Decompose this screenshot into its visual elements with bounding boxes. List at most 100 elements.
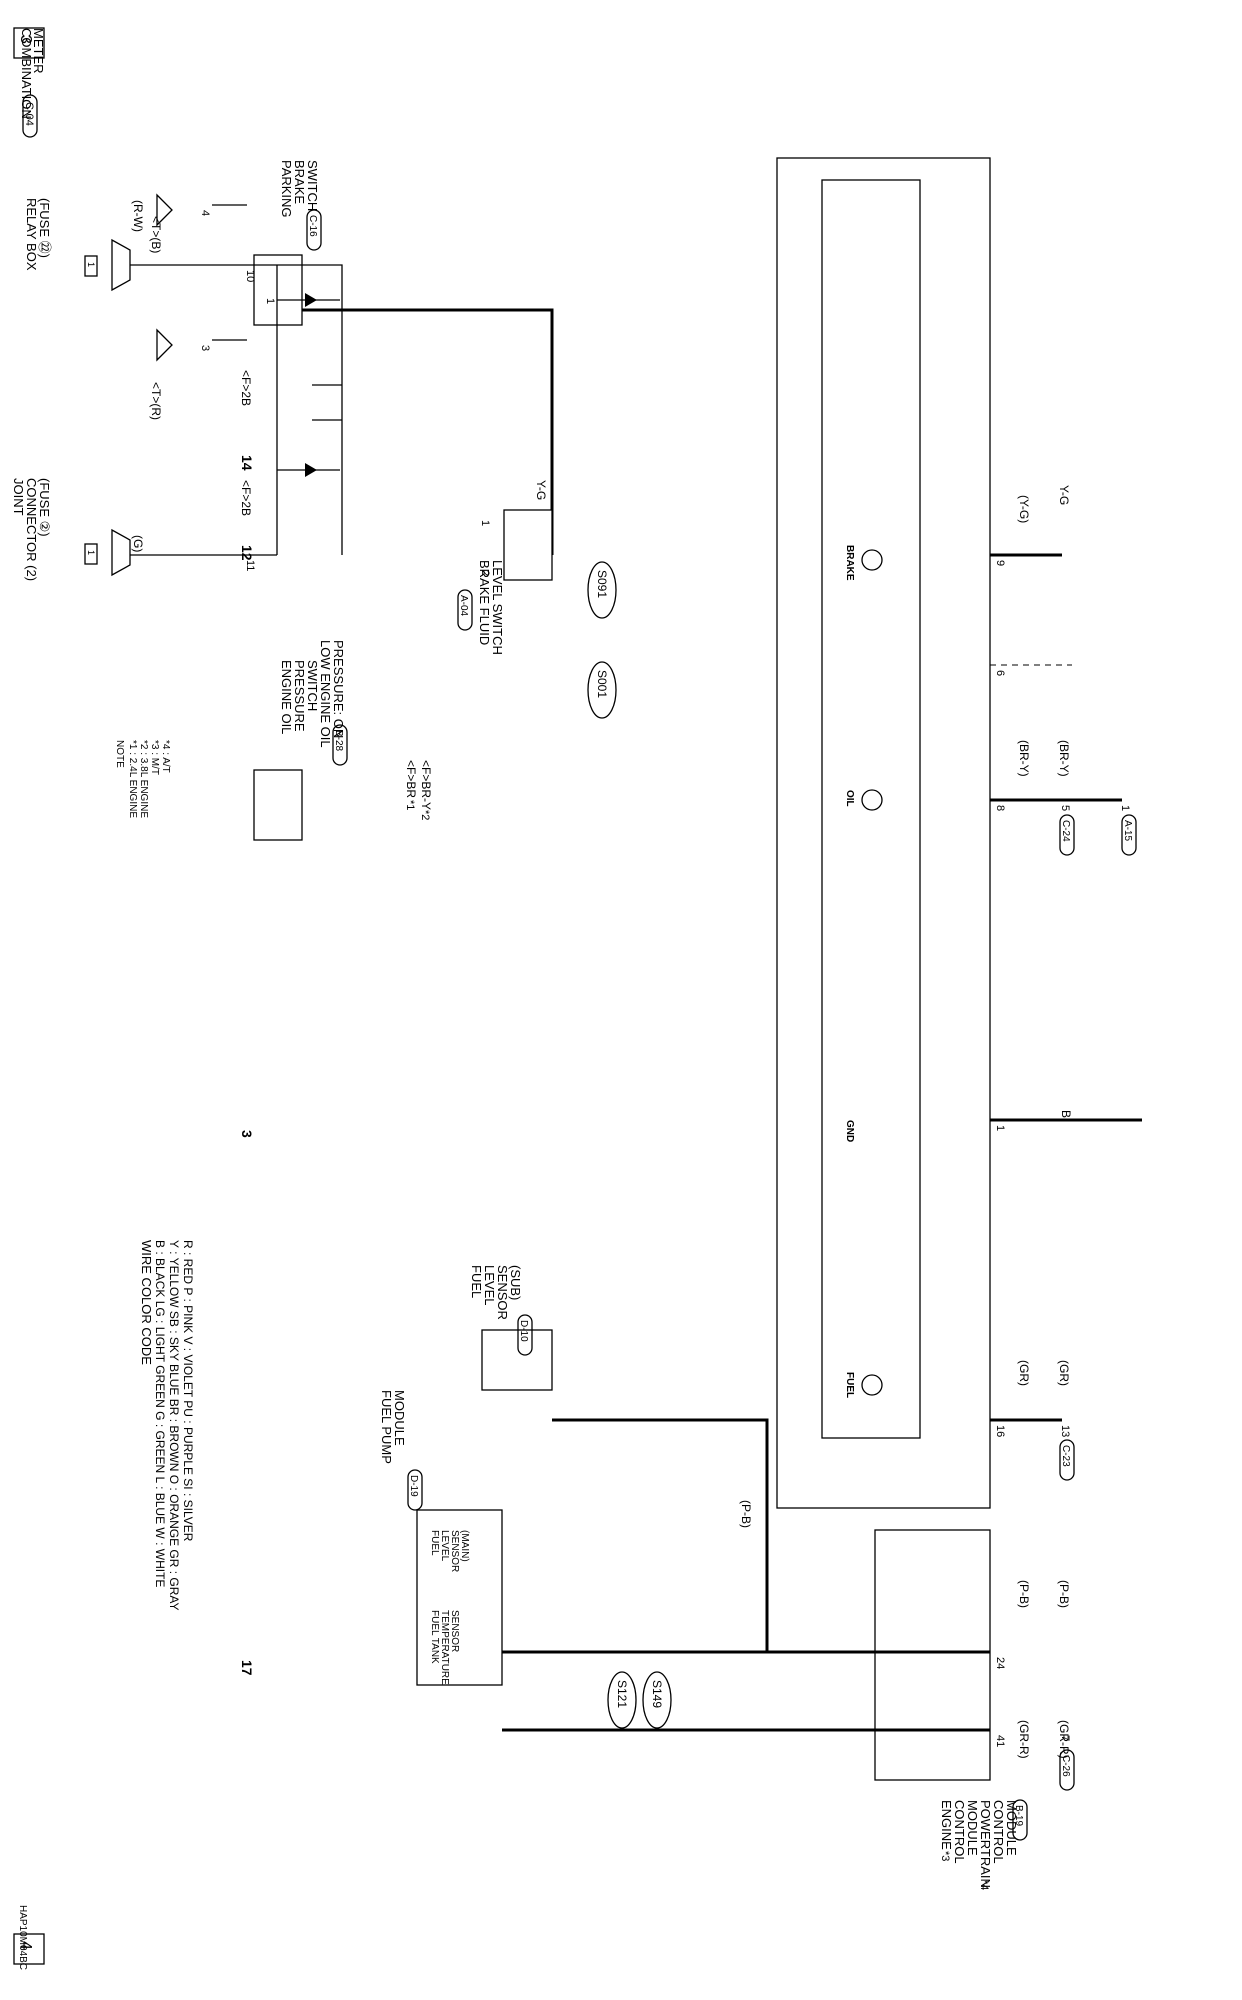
ground-14: 14 [239, 455, 255, 471]
star-4: *4 [978, 1880, 990, 1890]
pin-10: 10 [244, 270, 256, 282]
fuse-tag-relay: 1 [86, 262, 96, 267]
page-number-right: 4 [17, 1941, 34, 1950]
fuel-warning-lamp [861, 1374, 883, 1396]
pin-5: 5 [1059, 805, 1071, 811]
connector-tag-c24 [1059, 814, 1075, 856]
ground-17: 17 [239, 1660, 255, 1676]
page-number-left: 3 [17, 35, 34, 44]
splice-label-s149: S149 [650, 1680, 664, 1708]
supply-wires-top [130, 264, 242, 556]
wire-label-rw: (R-W) [131, 200, 145, 232]
svg-text:SWITCH: SWITCH [305, 660, 320, 711]
wire-label-pb-3: (P-B) [739, 1500, 753, 1528]
fuel-level-sensor-sub-label: FUEL LEVEL SENSOR (SUB) [469, 1265, 523, 1320]
brake-fluid-switch-label: BRAKE FLUID LEVEL SWITCH [477, 560, 505, 655]
svg-text:SENSOR: SENSOR [495, 1265, 510, 1320]
footer-code: HAP10M04BC [17, 1905, 28, 1970]
pin-3: 3 [199, 345, 211, 351]
wire-label-g: (G) [131, 535, 145, 552]
svg-text:CONNECTOR (2): CONNECTOR (2) [24, 478, 39, 581]
wire-label-bry-2: (BR-Y) [1057, 740, 1071, 777]
joint-connector-label: JOINT CONNECTOR (2) (FUSE ②) [11, 478, 52, 581]
wire-yg-parking [302, 308, 554, 555]
splice-label-s121: S121 [615, 1680, 629, 1708]
svg-text:POWERTRAIN: POWERTRAIN [978, 1800, 993, 1888]
svg-text:ENGINE: ENGINE [939, 1800, 954, 1850]
wire-label-bry-1: (BR-Y) [1017, 740, 1031, 777]
pin-2-brake-fluid: 2 [479, 570, 491, 576]
svg-text:*3 : M/T: *3 : M/T [149, 740, 160, 775]
connector-tag-d19 [407, 1469, 423, 1511]
indicator-oil: OIL [844, 790, 855, 807]
t-output-arrows [156, 193, 173, 362]
wire-label-yg-park: Y-G [534, 480, 548, 500]
pin-7: 7 [1059, 1735, 1071, 1741]
pin-8: 8 [994, 805, 1006, 811]
fuel-pump-module-label: FUEL PUMP MODULE [379, 1390, 407, 1464]
svg-text:CONTROL: CONTROL [991, 1800, 1006, 1864]
svg-text:LOW ENGINE OIL: LOW ENGINE OIL [318, 640, 333, 748]
wire-label-grr-2: (GR-R) [1057, 1720, 1071, 1759]
indicator-fuel: FUEL [844, 1372, 855, 1398]
brake-warning-lamp [861, 549, 883, 571]
splice-s121 [607, 1671, 637, 1729]
connector-tag-a15 [1121, 814, 1137, 856]
pin-4: 4 [199, 210, 211, 216]
wire-label-ygp-1: (Y-G) [1017, 495, 1031, 523]
connector-tag-b28 [332, 724, 348, 766]
wire-label-fbr: <F>BR [404, 760, 418, 798]
pin-24: 24 [994, 1657, 1006, 1669]
page-number-left-box [13, 27, 45, 59]
note-block: NOTE *1 : 2.4L ENGINE *2 : 3.8L ENGINE *… [114, 740, 171, 818]
parking-brake-switch [253, 254, 303, 326]
wire-label-pb-2: (P-B) [1057, 1580, 1071, 1608]
wire-label-f2b-2: <F>2B [239, 480, 253, 516]
svg-text:B : BLACK LG : LIGHT GREEN: B : BLACK LG : LIGHT GREEN G : GREEN L :… [153, 1240, 167, 1587]
indicator-gnd: GND [844, 1120, 855, 1142]
connector-label-d19: D-19 [408, 1475, 419, 1497]
connector-tag-c16 [306, 209, 322, 251]
oil-warning-lamp [861, 789, 883, 811]
wire-label-b: B [1059, 1110, 1073, 1118]
svg-text:FUEL TANK: FUEL TANK [429, 1610, 440, 1664]
wire-p-b-loop [552, 1418, 769, 1654]
star-2: *2 [419, 810, 431, 820]
wire-label-pb-1: (P-B) [1017, 1580, 1031, 1608]
fuse-tag-box-relay [84, 255, 98, 277]
svg-text:PRESSURE: PRESSURE [292, 660, 307, 732]
engine-oil-switch [253, 769, 303, 841]
svg-text:(MAIN): (MAIN) [459, 1530, 470, 1562]
page-number-right-box [13, 1933, 45, 1965]
engine-oil-switch-label: ENGINE OIL PRESSURE SWITCH LOW ENGINE OI… [279, 640, 346, 748]
brake-fluid-switch [503, 509, 553, 581]
ground-12: 12 [239, 545, 255, 561]
fuse-tag-box-joint [84, 543, 98, 565]
connector-tag-c04 [22, 94, 38, 138]
svg-text:LEVEL: LEVEL [482, 1265, 497, 1305]
wire-label-fbry: <F>BR-Y [419, 760, 433, 810]
pin-1-oil: 1 [1119, 805, 1131, 811]
svg-text:(FUSE ②): (FUSE ②) [37, 478, 52, 537]
connector-tag-c26 [1059, 1749, 1075, 1791]
ecm-label: ENGINE CONTROL MODULE POWERTRAIN CONTROL… [939, 1800, 1019, 1888]
svg-text:MODULE: MODULE [392, 1390, 407, 1446]
wire-label-f2b-1: <F>2B [239, 370, 253, 406]
svg-text:COMBINATION: COMBINATION [19, 28, 34, 119]
pin-41: 41 [994, 1735, 1006, 1747]
fuse-arrow-joint [111, 528, 131, 577]
connector-label-c24: C-24 [1060, 820, 1071, 842]
svg-text:Y : YELLOW SB : SKY BLUE: Y : YELLOW SB : SKY BLUE BR : BROWN O : … [167, 1240, 181, 1611]
svg-text:JOINT: JOINT [11, 478, 26, 516]
pin-11: 11 [244, 560, 256, 571]
ecm-box [874, 1529, 991, 1781]
svg-text:*1 : 2.4L ENGINE: *1 : 2.4L ENGINE [127, 740, 138, 818]
pin-6: 6 [994, 670, 1006, 676]
splice-s091 [587, 561, 617, 619]
svg-text:*4 : A/T: *4 : A/T [160, 740, 171, 773]
splice-s149 [642, 1671, 672, 1729]
fuel-pump-inner-label: FUEL LEVEL SENSOR (MAIN) [429, 1530, 470, 1572]
svg-text:RELAY BOX: RELAY BOX [24, 198, 39, 271]
star-3: *3 [939, 1851, 951, 1861]
svg-text:LEVEL: LEVEL [439, 1530, 450, 1562]
